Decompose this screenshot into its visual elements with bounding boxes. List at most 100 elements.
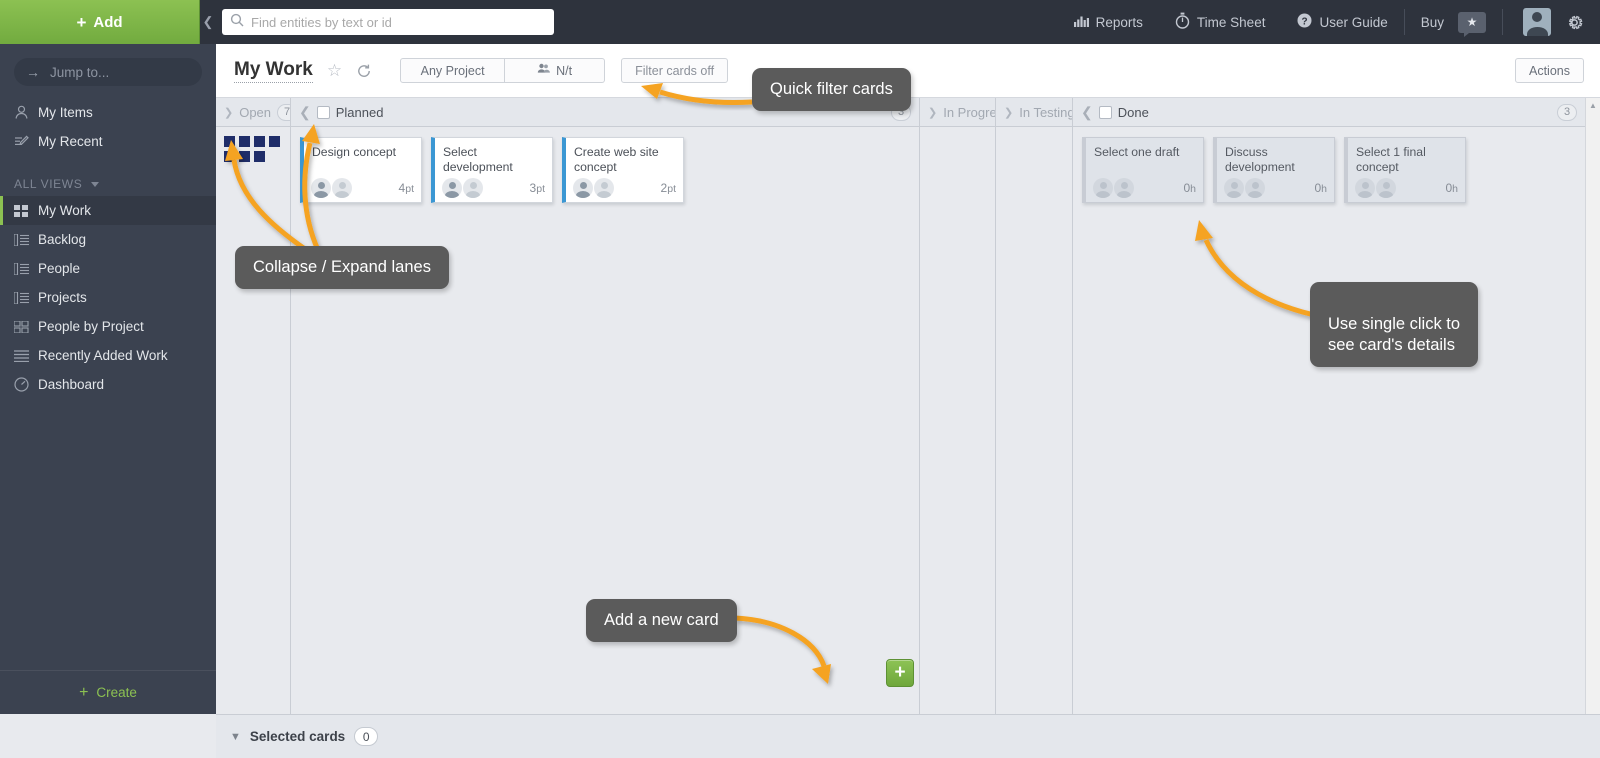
top-bar-right: Reports Time Sheet ? User Guide	[1058, 0, 1600, 44]
sidebar-item-label: Recently Added Work	[38, 348, 168, 363]
filter-cards-button[interactable]: Filter cards off	[621, 58, 729, 83]
column-select-checkbox[interactable]	[316, 105, 330, 119]
chevron-right-icon[interactable]: ❯	[224, 106, 234, 119]
column-body-planned[interactable]: Design concept 4pt Select development pl…	[291, 127, 920, 757]
column-body-in-testing[interactable]	[996, 127, 1073, 757]
chevron-right-icon[interactable]: ❯	[1004, 106, 1014, 119]
chevron-down-icon[interactable]: ▼	[230, 730, 241, 743]
card[interactable]: Discuss development 0h	[1213, 137, 1335, 203]
sidebar-item-label: Projects	[38, 290, 87, 305]
callout-quick-filter: Quick filter cards	[752, 68, 911, 111]
column-header-in-progress[interactable]: ❯ In Progress	[920, 98, 996, 126]
chevron-right-icon[interactable]: ❯	[928, 106, 938, 119]
sidebar-item-recently-added-work[interactable]: Recently Added Work	[0, 341, 216, 370]
add-button[interactable]: + Add	[0, 0, 200, 44]
sidebar-item-dashboard[interactable]: Dashboard	[0, 370, 216, 399]
card[interactable]: Design concept 4pt	[300, 137, 422, 203]
card[interactable]: Select one draft 0h	[1082, 137, 1204, 203]
mini-card[interactable]	[224, 151, 235, 162]
divider	[1502, 9, 1503, 35]
time-sheet-label: Time Sheet	[1196, 14, 1266, 30]
stopwatch-icon	[1175, 12, 1190, 32]
avatar	[311, 178, 331, 198]
sidebar-item-projects[interactable]: Projects	[0, 283, 216, 312]
user-menu[interactable]	[1503, 8, 1563, 36]
mini-card[interactable]	[224, 136, 235, 147]
chevron-left-icon[interactable]: ❮	[299, 103, 311, 120]
sidebar-item-people-by-project[interactable]: People by Project	[0, 312, 216, 341]
sidebar-item-label: My Recent	[38, 134, 103, 149]
sidebar: → Jump to... My Items My Recent ALL VIEW…	[0, 44, 216, 714]
filter-cards-label: Filter cards off	[635, 63, 715, 78]
plus-icon: +	[79, 683, 89, 701]
avatar	[1224, 178, 1244, 198]
sidebar-item-my-recent[interactable]: My Recent	[0, 127, 216, 156]
mini-card[interactable]	[254, 136, 265, 147]
mini-card[interactable]	[239, 151, 250, 162]
star-icon[interactable]: ★	[1458, 11, 1486, 37]
refresh-icon[interactable]	[356, 63, 372, 79]
people-stack-icon	[537, 63, 551, 78]
column-name: Open	[239, 104, 272, 120]
lines-icon	[14, 349, 38, 362]
column-header-in-testing[interactable]: ❯ In Testing	[996, 98, 1073, 126]
column-body-open[interactable]	[216, 127, 291, 757]
jump-to-placeholder: Jump to...	[50, 64, 110, 80]
card-estimate: 0h	[1183, 181, 1196, 195]
avatar	[332, 178, 352, 198]
column-header-done: ❮ Done 3	[1073, 98, 1585, 126]
reports-link[interactable]: Reports	[1058, 0, 1159, 44]
card-footer: 0h	[1224, 178, 1327, 198]
all-views-section-header[interactable]: ALL VIEWS	[0, 172, 216, 196]
jump-to-input[interactable]: → Jump to...	[14, 58, 202, 86]
sidebar-collapse-toggle[interactable]: ❮	[200, 0, 216, 44]
time-sheet-link[interactable]: Time Sheet	[1159, 0, 1282, 44]
column-select-checkbox[interactable]	[1098, 105, 1112, 119]
team-filter-button[interactable]: N/t	[505, 58, 606, 83]
column-body-done[interactable]: Select one draft 0h Discuss development	[1073, 127, 1585, 757]
create-button[interactable]: + Create	[0, 670, 216, 714]
column-header-open[interactable]: ❯ Open 7	[216, 98, 291, 126]
card[interactable]: Create web site concept 2pt	[562, 137, 684, 203]
sidebar-item-label: Dashboard	[38, 377, 105, 392]
workspace: My Work ☆ Any Project N/t	[216, 44, 1600, 758]
actions-button[interactable]: Actions	[1515, 58, 1584, 83]
add-card-button[interactable]: +	[886, 659, 914, 687]
chevron-left-icon[interactable]: ❮	[1081, 103, 1093, 120]
user-guide-link[interactable]: ? User Guide	[1281, 0, 1403, 44]
mini-card[interactable]	[254, 151, 265, 162]
gauge-icon	[14, 377, 38, 392]
triangle-up-icon[interactable]: ▲	[1589, 101, 1597, 110]
team-filter-label: N/t	[556, 63, 573, 78]
chevron-left-icon: ❮	[202, 14, 214, 29]
card[interactable]: Select 1 final concept 0h	[1344, 137, 1466, 203]
card[interactable]: Select development platform 3pt	[431, 137, 553, 203]
sidebar-item-my-items[interactable]: My Items	[0, 98, 216, 127]
sidebar-item-people[interactable]: People	[0, 254, 216, 283]
mini-card[interactable]	[239, 136, 250, 147]
card-footer: 0h	[1093, 178, 1196, 198]
avatar	[594, 178, 614, 198]
mini-card[interactable]	[269, 136, 280, 147]
project-filter-button[interactable]: Any Project	[400, 58, 506, 83]
callout-text: Add a new card	[604, 611, 719, 629]
sidebar-item-backlog[interactable]: Backlog	[0, 225, 216, 254]
column-body-in-progress[interactable]	[920, 127, 996, 757]
sidebar-item-my-work[interactable]: My Work	[0, 196, 216, 225]
star-outline-icon[interactable]: ☆	[326, 60, 343, 80]
callout-collapse-lanes: Collapse / Expand lanes	[235, 246, 449, 289]
callout-text: Collapse / Expand lanes	[253, 258, 431, 276]
caret-down-icon	[91, 181, 100, 187]
search-input[interactable]	[251, 14, 546, 30]
buy-link[interactable]: Buy	[1420, 14, 1444, 30]
sidebar-item-label: Backlog	[38, 232, 87, 247]
card-title: Select one draft	[1094, 145, 1180, 159]
avatar	[442, 178, 462, 198]
board-vertical-scrollbar[interactable]: ▲ ▼	[1585, 98, 1600, 728]
gear-icon[interactable]	[1563, 13, 1600, 32]
card-title: Discuss development	[1225, 145, 1295, 174]
search-box[interactable]	[222, 9, 554, 35]
reports-label: Reports	[1095, 14, 1143, 30]
avatar	[1093, 178, 1113, 198]
actions-label: Actions	[1529, 63, 1570, 78]
